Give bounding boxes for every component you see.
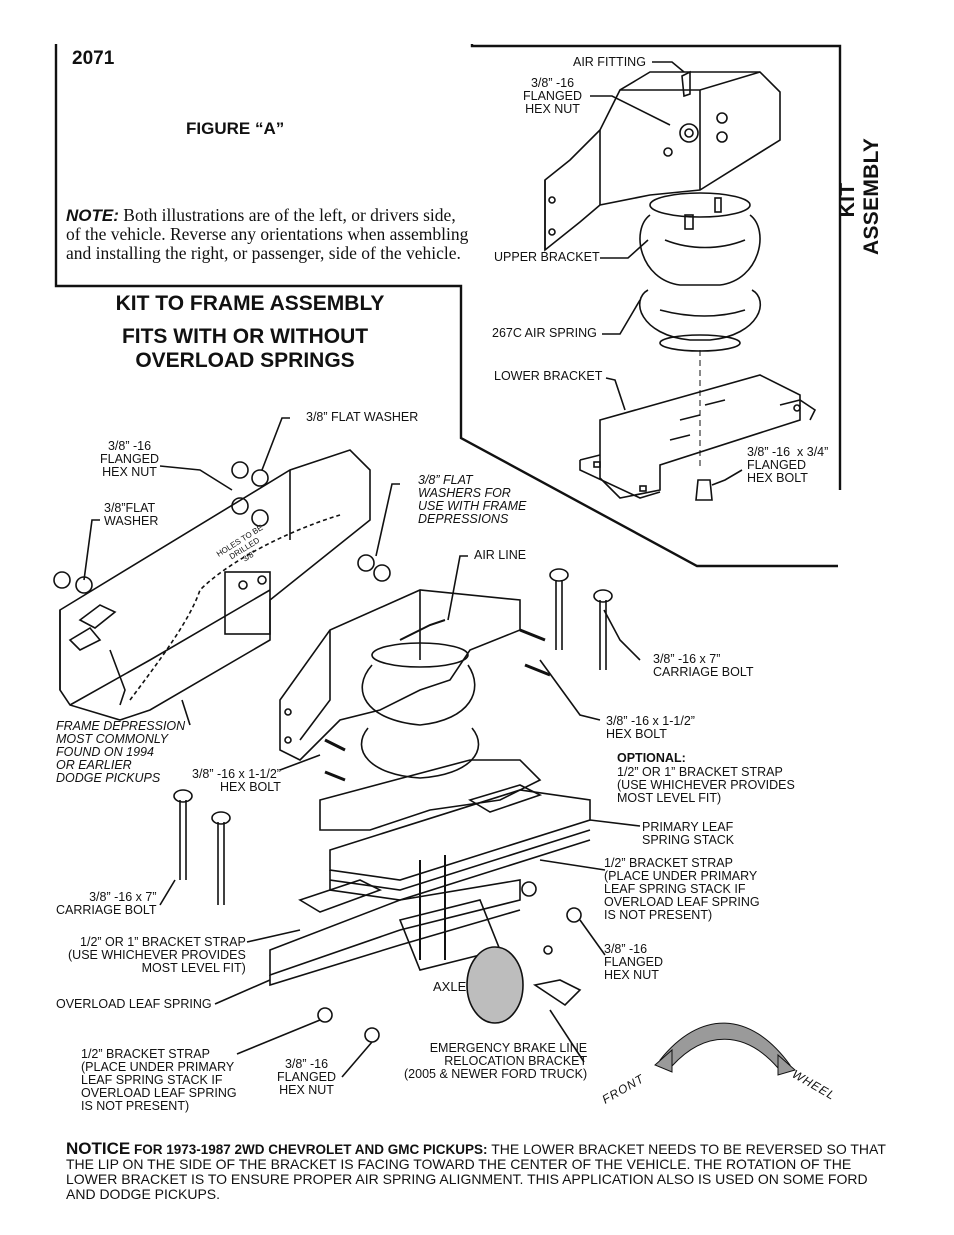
label-air-fitting: AIR FITTING	[573, 55, 646, 69]
label-hex-bolt-right: 3/8” -16 x 1-1/2” HEX BOLT	[606, 714, 695, 741]
label-optional-text: 1/2” OR 1” BRACKET STRAP (USE WHICHEVER …	[617, 765, 795, 805]
label-primary-leaf: PRIMARY LEAF SPRING STACK	[642, 820, 735, 847]
outer-border-left	[54, 44, 838, 568]
label-upper-bracket: UPPER BRACKET	[494, 250, 600, 264]
label-flanged-nut-bottom: 3/8” -16 FLANGED HEX NUT	[277, 1057, 337, 1097]
label-flanged-nut-top: 3/8” -16 FLANGED HEX NUT	[100, 439, 160, 479]
upper-bracket-main	[279, 589, 521, 761]
kit-to-frame-title: KIT TO FRAME ASSEMBLY	[115, 292, 385, 315]
air-spring-lower	[638, 289, 762, 341]
notice-text: THE LOWER BRACKET NEEDS TO BE REVERSED S…	[66, 1141, 886, 1202]
frame-plate	[224, 571, 271, 635]
label-bracket-strap-right: 1/2” BRACKET STRAP (PLACE UNDER PRIMARY …	[604, 856, 760, 922]
air-fitting	[681, 70, 691, 98]
primary-leaf-spring	[329, 789, 591, 881]
label-bracket-strap-left: 1/2” OR 1” BRACKET STRAP (USE WHICHEVER …	[68, 935, 246, 975]
fits-subtitle: FITS WITH OR WITHOUT OVERLOAD SPRINGS	[121, 325, 369, 372]
air-spring-upper	[639, 214, 761, 286]
label-flanged-nut-right: 3/8” -16 FLANGED HEX NUT	[604, 942, 664, 982]
label-frame-depression: FRAME DEPRESSION MOST COMMONLY FOUND ON …	[56, 719, 186, 785]
air-line	[399, 619, 446, 641]
label-optional-head: OPTIONAL:	[617, 751, 686, 765]
label-flat-washer-top: 3/8” FLAT WASHER	[306, 410, 419, 424]
label-air-line: AIR LINE	[474, 548, 527, 562]
hex-bolt-kit	[695, 479, 713, 501]
air-spring-main	[361, 664, 476, 726]
kit-box-border	[470, 44, 842, 490]
note-text: Both illustrations are of the left, or d…	[66, 205, 469, 263]
direction-arrow	[659, 1022, 791, 1069]
lower-bracket	[599, 374, 801, 499]
upper-bracket	[544, 71, 781, 252]
carriage-bolts	[173, 568, 613, 905]
label-air-spring: 267C AIR SPRING	[492, 326, 597, 340]
label-bracket-strap-bottom: 1/2” BRACKET STRAP (PLACE UNDER PRIMARY …	[81, 1047, 237, 1113]
label-kit-flanged-nut: 3/8” -16 FLANGED HEX NUT	[523, 76, 583, 116]
note-heading: NOTE:	[66, 206, 119, 225]
notice-title: NOTICE	[66, 1139, 131, 1158]
notice-paragraph: NOTICE FOR 1973-1987 2WD CHEVROLET AND G…	[66, 1139, 896, 1202]
label-kit-hex-bolt: 3/8” -16 x 3/4” FLANGED HEX BOLT	[747, 445, 829, 485]
document-number: 2071	[72, 48, 115, 69]
note-paragraph: NOTE: Both illustrations are of the left…	[66, 206, 472, 263]
label-overload-leaf: OVERLOAD LEAF SPRING	[56, 997, 212, 1011]
notice-subject: FOR 1973-1987 2WD CHEVROLET AND GMC PICK…	[130, 1142, 488, 1157]
label-hex-bolt-left: 3/8” -16 x 1-1/2” HEX BOLT	[192, 767, 281, 794]
figure-title: FIGURE “A”	[186, 119, 285, 138]
label-lower-bracket: LOWER BRACKET	[494, 369, 603, 383]
label-axle: AXLE	[433, 979, 467, 994]
label-carriage-bolt-right: 3/8” -16 x 7” CARRIAGE BOLT	[653, 652, 754, 679]
frame-rail	[59, 449, 371, 721]
label-washers-depressions: 3/8” FLAT WASHERS FOR USE WITH FRAME DEP…	[418, 473, 527, 526]
label-emergency-brake: EMERGENCY BRAKE LINE RELOCATION BRACKET …	[404, 1041, 588, 1081]
lower-bracket-main	[319, 759, 542, 831]
kit-assembly-title: KIT ASSEMBLY	[836, 137, 883, 255]
label-flat-washer-left: 3/8”FLAT WASHER	[104, 501, 159, 528]
label-carriage-bolt-left: 3/8” -16 x 7” CARRIAGE BOLT	[56, 890, 157, 917]
